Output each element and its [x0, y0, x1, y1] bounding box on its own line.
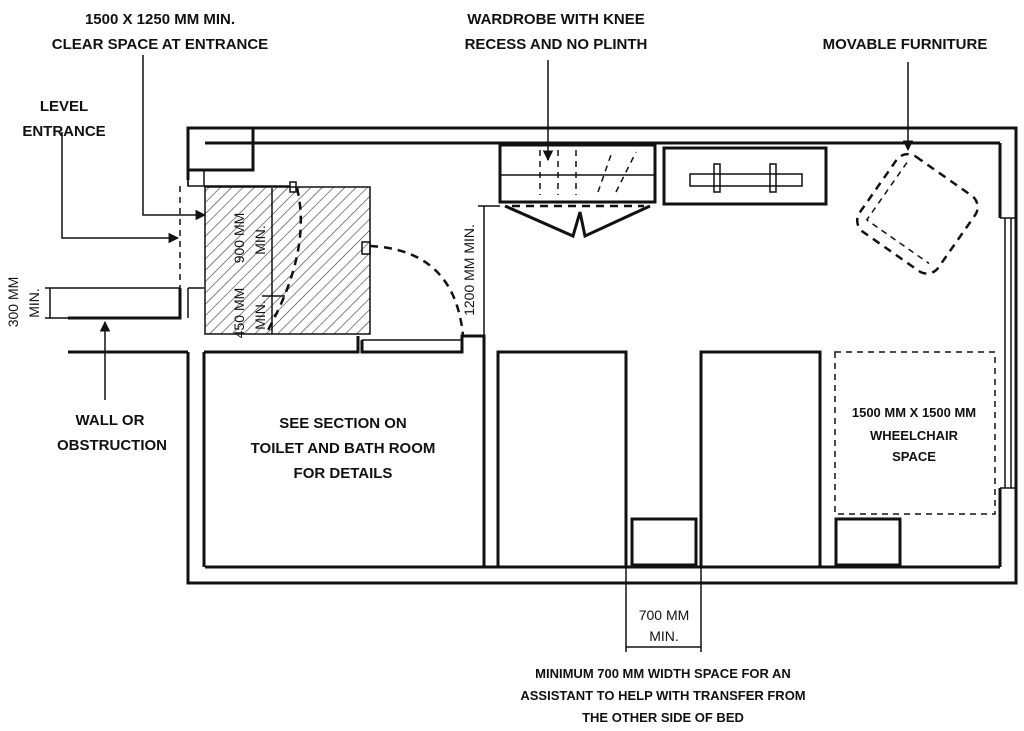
bed-right	[699, 350, 822, 567]
dimension-lines	[45, 188, 702, 652]
bed-left	[496, 350, 628, 567]
label-wheelchair-1: 1500 MM X 1500 MM	[852, 405, 976, 420]
label-wardrobe-1: WARDROBE WITH KNEE	[467, 11, 645, 28]
label-assistant-2: ASSISTANT TO HELP WITH TRANSFER FROM	[520, 688, 805, 703]
label-wall-1: WALL OR	[76, 412, 145, 429]
dim-450-min: MIN.	[252, 300, 268, 330]
entrance-jamb	[187, 169, 205, 187]
entrance-door	[266, 181, 303, 331]
window	[1000, 217, 1016, 489]
movable-chair	[855, 152, 979, 275]
label-wall-2: OBSTRUCTION	[57, 437, 167, 454]
wardrobe	[498, 143, 657, 239]
label-movable-furniture: MOVABLE FURNITURE	[823, 36, 988, 53]
label-level-entrance-1: LEVEL	[40, 98, 88, 115]
label-clear-space-2: CLEAR SPACE AT ENTRANCE	[52, 36, 268, 53]
label-assistant-1: MINIMUM 700 MM WIDTH SPACE FOR AN	[535, 666, 791, 681]
dim-1200: 1200 MM MIN.	[461, 224, 477, 316]
dim-450-value: 450 MM	[231, 288, 247, 339]
label-wheelchair-2: WHEELCHAIR	[870, 428, 959, 443]
toilet-walls	[202, 241, 486, 567]
entrance-column	[186, 126, 255, 172]
wall-obstruction	[68, 288, 188, 354]
label-toilet-3: FOR DETAILS	[294, 465, 393, 482]
label-toilet-2: TOILET AND BATH ROOM	[251, 440, 436, 457]
bedside-table-2	[834, 517, 902, 567]
label-wardrobe-2: RECESS AND NO PLINTH	[465, 36, 648, 53]
dim-300-min: MIN.	[26, 288, 42, 318]
dim-900-min: MIN.	[252, 225, 268, 255]
dim-700-value: 700 MM	[639, 607, 690, 623]
clear-space-zone	[204, 186, 371, 335]
label-wheelchair-3: SPACE	[892, 449, 936, 464]
dim-900-value: 900 MM	[231, 213, 247, 264]
label-toilet-1: SEE SECTION ON	[279, 415, 407, 432]
bedside-table-1	[630, 517, 698, 567]
leader-lines	[61, 55, 914, 400]
dim-700-min: MIN.	[649, 628, 679, 644]
label-clear-space-1: 1500 X 1250 MM MIN.	[85, 11, 235, 28]
wheelchair-space	[834, 351, 996, 515]
desk	[662, 146, 828, 206]
toilet-door-swing	[369, 244, 465, 337]
dim-300-value: 300 MM	[5, 277, 21, 328]
label-level-entrance-2: ENTRANCE	[22, 123, 105, 140]
label-assistant-3: THE OTHER SIDE OF BED	[582, 710, 744, 725]
